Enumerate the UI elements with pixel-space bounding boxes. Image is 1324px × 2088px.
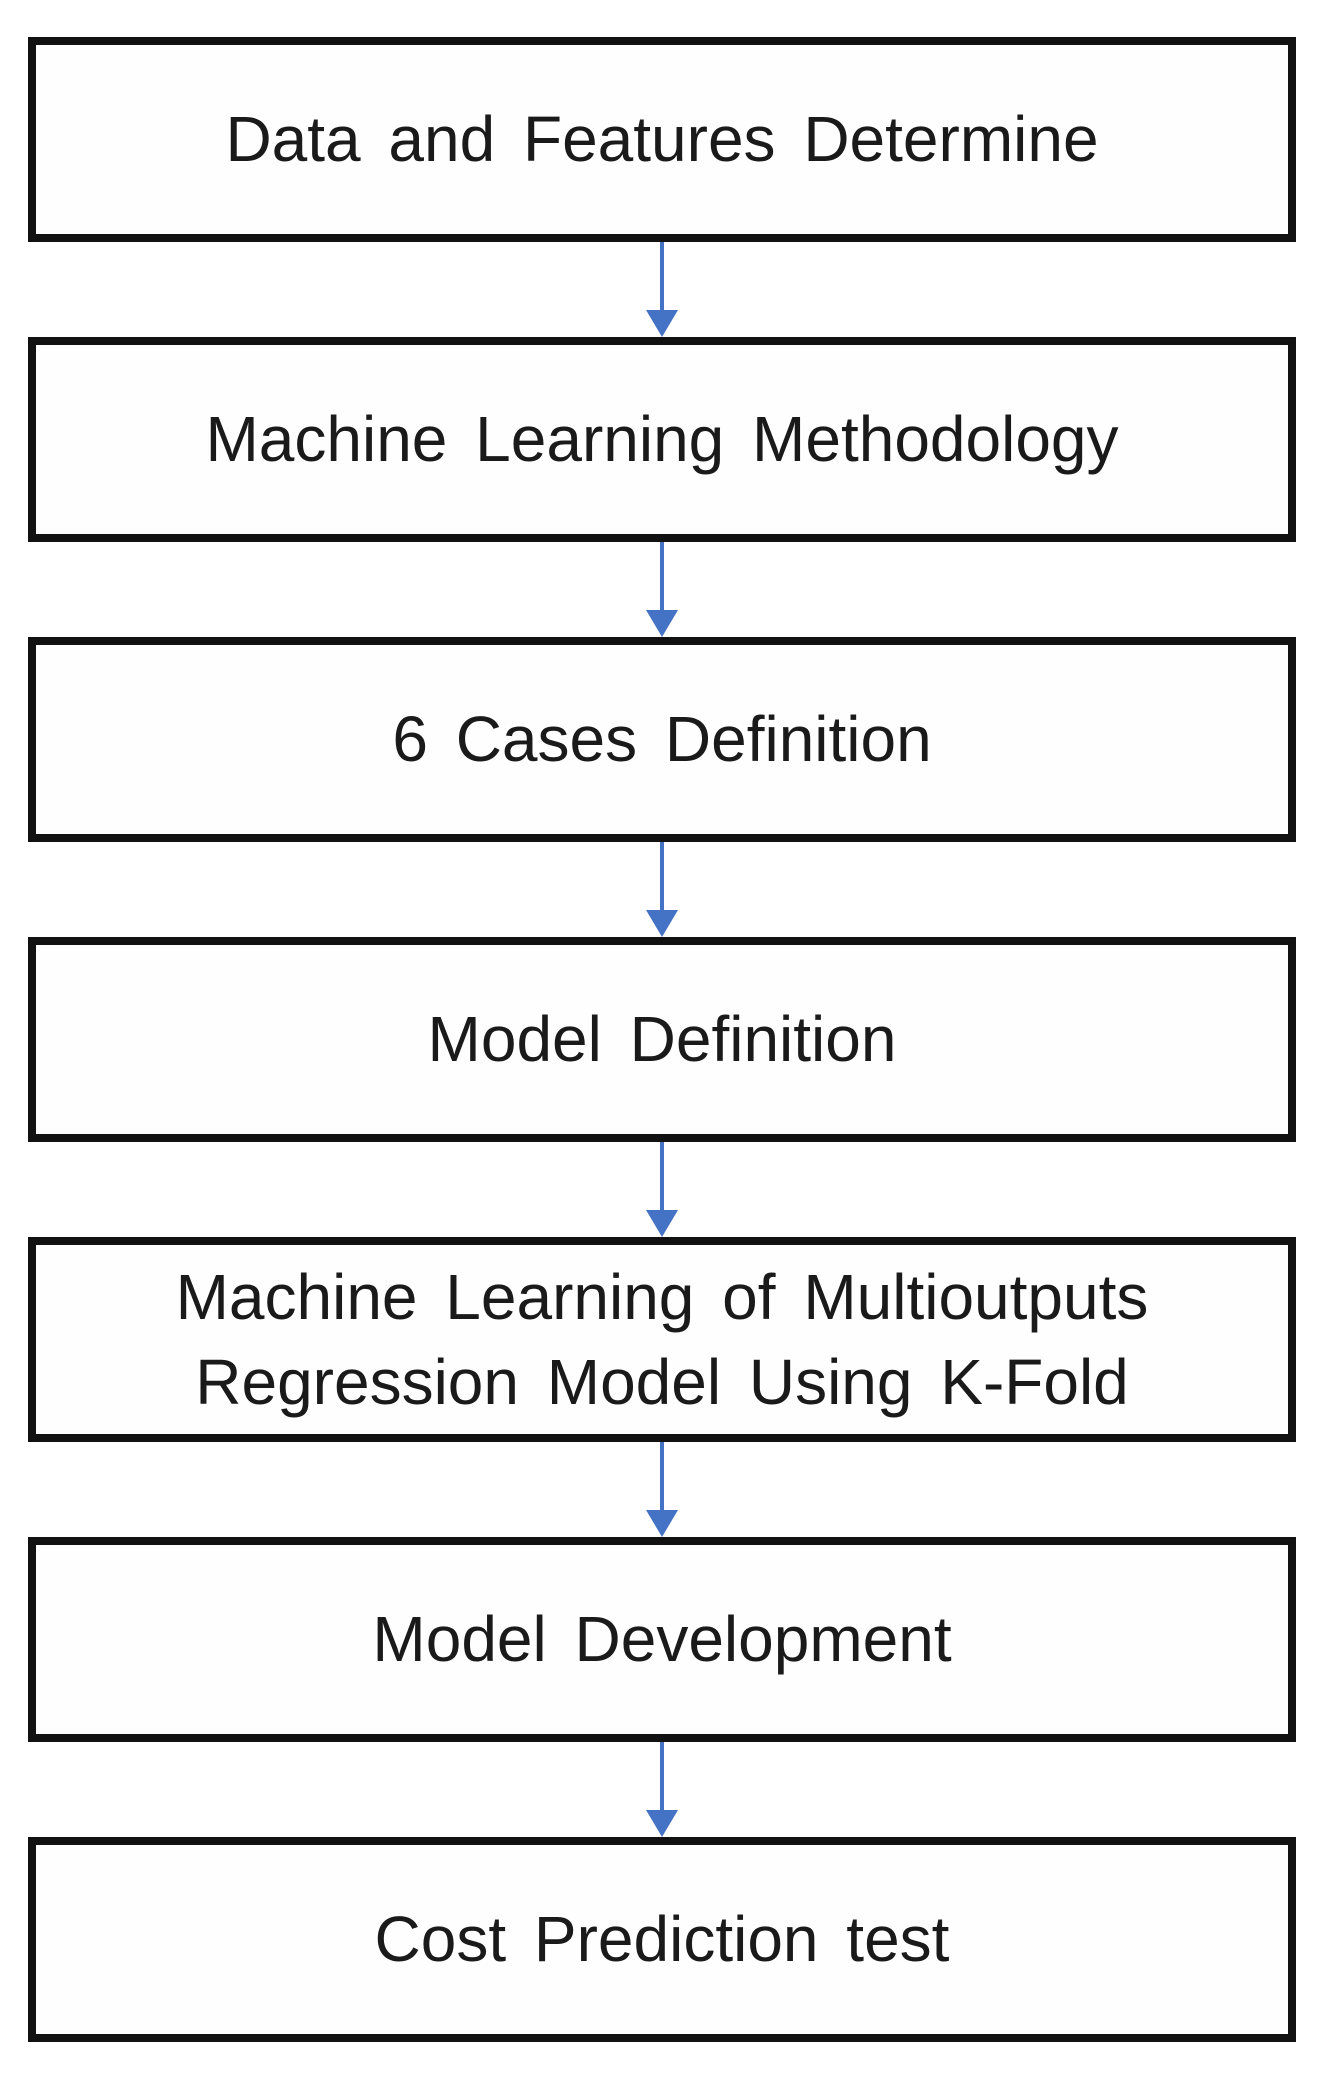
arrow-down-icon xyxy=(0,1442,1324,1537)
flow-node-machine-learning-methodology: Machine Learning Methodology xyxy=(28,337,1296,542)
arrow-down-icon xyxy=(0,842,1324,937)
flow-node-ml-multioutputs-regression-kfold: Machine Learning of Multioutputs Regress… xyxy=(28,1237,1296,1442)
flow-node-cost-prediction-test: Cost Prediction test xyxy=(28,1837,1296,2042)
flow-node-model-definition: Model Definition xyxy=(28,937,1296,1142)
flow-node-label: Machine Learning Methodology xyxy=(205,403,1119,476)
arrow-head xyxy=(646,1810,678,1837)
flow-node-data-and-features-determine: Data and Features Determine xyxy=(28,37,1296,242)
flow-node-label: Data and Features Determine xyxy=(225,103,1099,176)
arrow-line xyxy=(660,842,664,911)
arrow-down-icon xyxy=(0,1742,1324,1837)
arrow-head xyxy=(646,310,678,337)
flow-node-label: 6 Cases Definition xyxy=(392,703,932,776)
arrow-head xyxy=(646,1210,678,1237)
arrow-down-icon xyxy=(0,242,1324,337)
arrow-down-icon xyxy=(0,1142,1324,1237)
flow-node-model-development: Model Development xyxy=(28,1537,1296,1742)
flow-node-label: Model Definition xyxy=(427,1003,897,1076)
arrow-line xyxy=(660,1142,664,1211)
flow-node-label: Machine Learning of Multioutputs Regress… xyxy=(175,1261,1149,1418)
flowchart: Data and Features Determine Machine Lear… xyxy=(0,37,1324,2042)
flow-node-label: Cost Prediction test xyxy=(374,1903,950,1976)
arrow-line xyxy=(660,1742,664,1811)
arrow-line xyxy=(660,542,664,611)
flow-node-label: Model Development xyxy=(372,1603,952,1676)
arrow-head xyxy=(646,1510,678,1537)
flow-node-six-cases-definition: 6 Cases Definition xyxy=(28,637,1296,842)
arrow-line xyxy=(660,242,664,311)
arrow-line xyxy=(660,1442,664,1511)
arrow-down-icon xyxy=(0,542,1324,637)
arrow-head xyxy=(646,610,678,637)
arrow-head xyxy=(646,910,678,937)
